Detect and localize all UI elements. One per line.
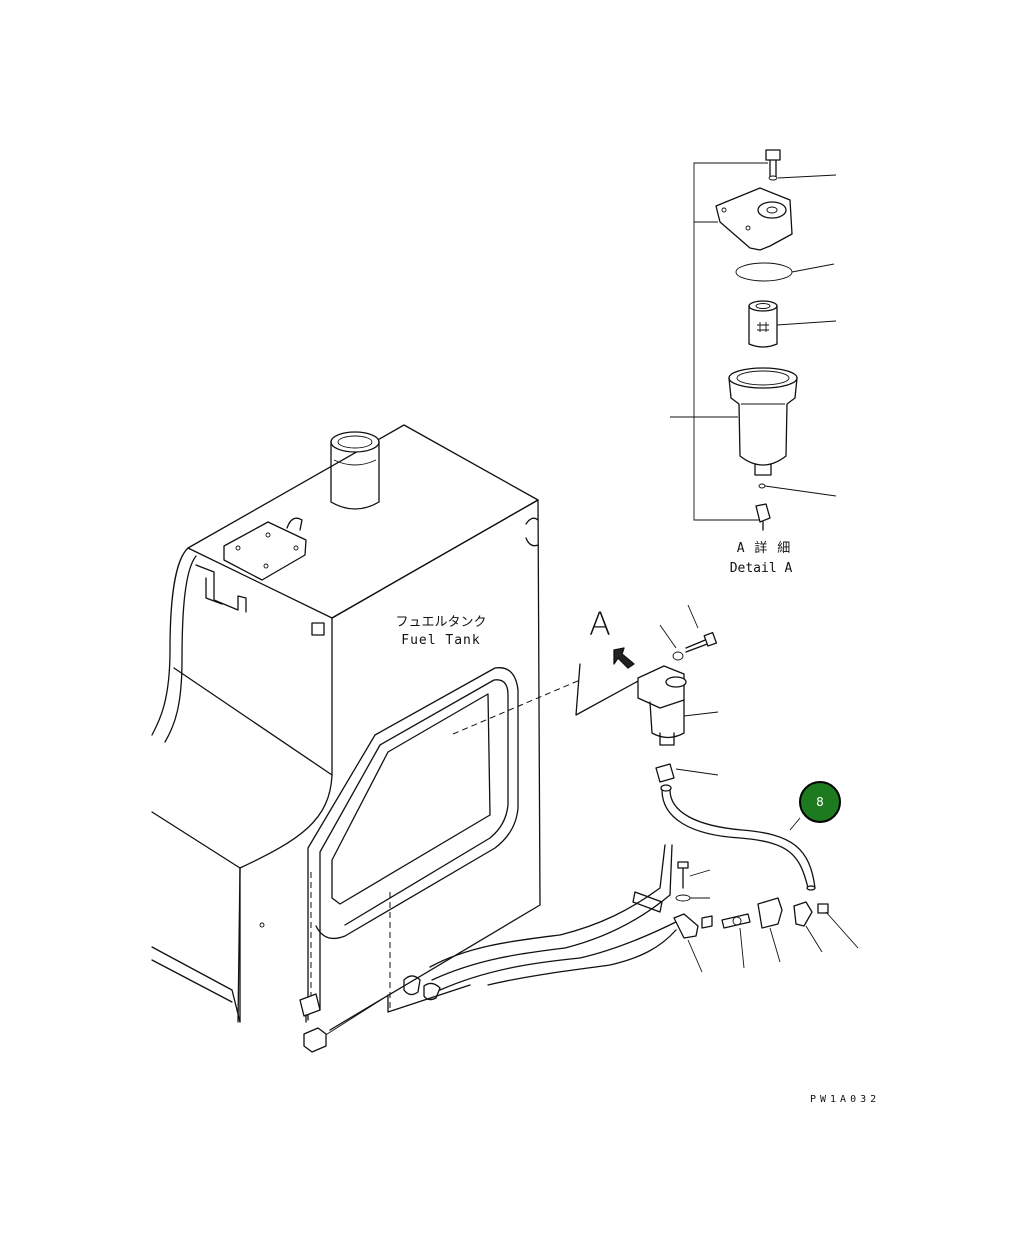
drawing-code: PW1A032 (810, 1094, 881, 1105)
view-arrow-icon (613, 647, 635, 669)
drain-fitting (299, 993, 327, 1053)
part-callout-marker[interactable]: 8 (799, 781, 841, 823)
guide-line (575, 663, 641, 716)
guide-line (452, 679, 581, 735)
inspection-window (307, 667, 519, 1021)
detail-a (670, 149, 837, 531)
leader-lines (659, 604, 859, 973)
detail-label-jp: A 詳 細 (736, 541, 792, 556)
tank-label-jp: フュエルタンク (395, 615, 487, 630)
part-callout-number: 8 (816, 795, 824, 809)
fuel-filter-assembly (613, 632, 718, 783)
fuel-tank (151, 424, 541, 1031)
tank-label-en: Fuel Tank (401, 633, 481, 648)
guide-line (323, 997, 385, 1037)
access-cover (223, 517, 307, 581)
view-letter-label: A (589, 605, 611, 643)
fitting-row (673, 861, 829, 939)
guide-line (387, 984, 471, 1013)
detail-label-en: Detail A (729, 561, 793, 576)
filler-neck (330, 431, 380, 510)
fuel-lines (403, 784, 816, 1001)
